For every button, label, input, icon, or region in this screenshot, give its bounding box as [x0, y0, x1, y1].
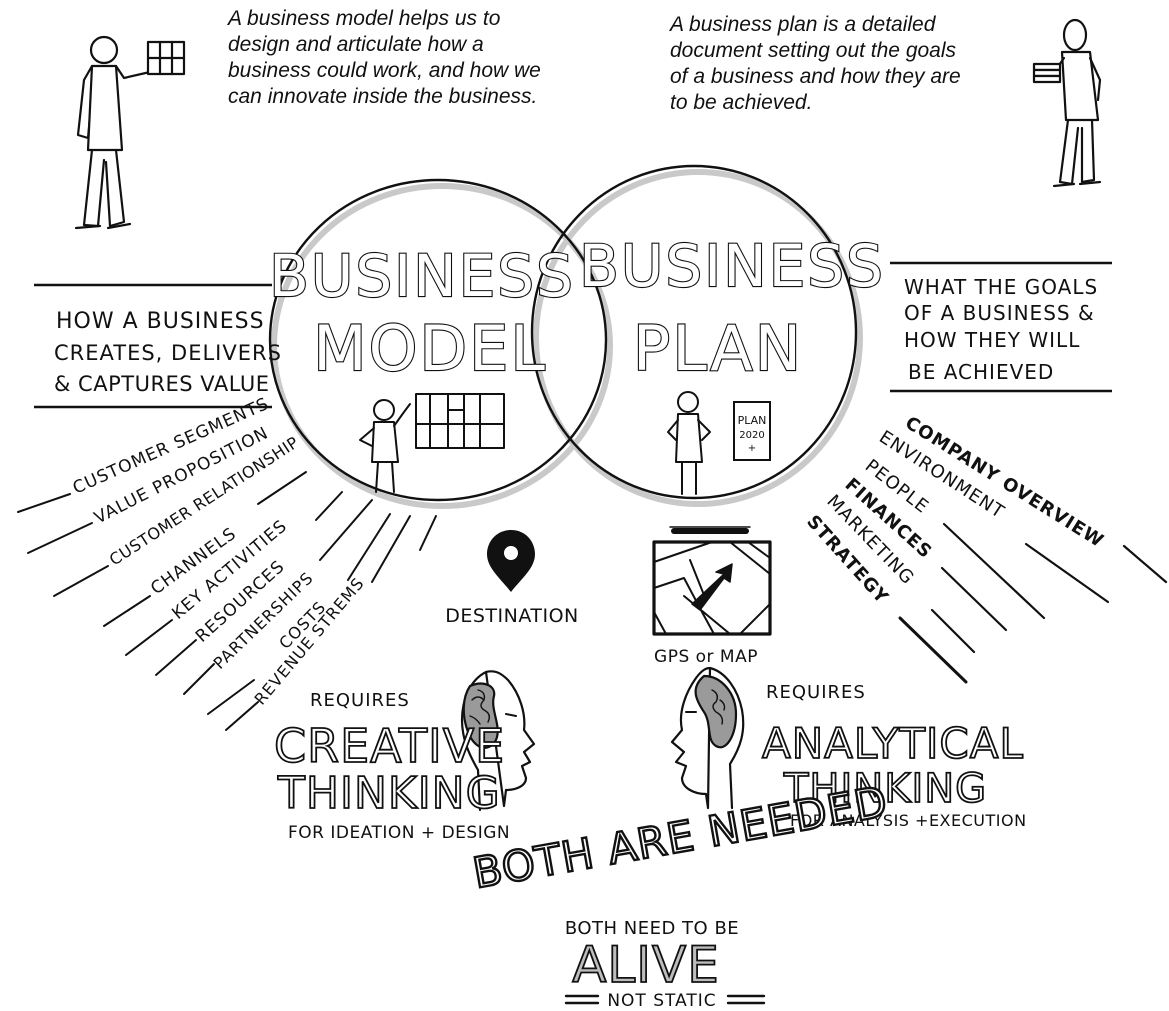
caption-line: A business model helps us to	[228, 7, 501, 30]
business-plan-caption: A business plan is a detailed document s…	[670, 12, 961, 116]
analytical-title: ANALYTICAL	[762, 719, 1024, 768]
caption-line: A business plan is a detailed	[670, 13, 936, 36]
creative-brain-head-icon	[460, 670, 536, 812]
booklet-text-plus: +	[748, 443, 756, 454]
caption-line: business could work, and how we	[228, 59, 541, 82]
caption-line: design and articulate how a	[228, 33, 484, 56]
both-needed-banner: BOTH ARE NEEDED	[468, 775, 893, 899]
analytical-requires: REQUIRES	[766, 682, 866, 703]
both-needed-text: BOTH ARE NEEDED	[469, 777, 891, 898]
destination-label: DESTINATION	[445, 605, 579, 627]
analytical-subtitle: FOR ANALYSIS +EXECUTION	[790, 811, 1027, 830]
component-revenue-streams: REVENUE STREMS	[251, 574, 369, 709]
component-company-overview: COMPANY OVERVIEW	[901, 412, 1107, 552]
model-definition-line: CREATES, DELIVERS	[54, 341, 282, 365]
booklet-text-plan: PLAN	[738, 414, 767, 427]
alive-preface: BOTH NEED TO BE	[565, 918, 739, 939]
caption-line: to be achieved.	[670, 91, 813, 114]
model-title-line2: MODEL	[313, 312, 547, 385]
business-model-caption: A business model helps us to design and …	[228, 6, 541, 110]
booklet-text-year: 2020	[739, 430, 764, 441]
plan-definition-line: BE ACHIEVED	[908, 360, 1054, 384]
plan-component-labels: COMPANY OVERVIEW ENVIRONMENT PEOPLE FINA…	[802, 412, 1107, 608]
caption-line: document setting out the goals	[670, 39, 957, 62]
caption-line: can innovate inside the business.	[228, 85, 538, 108]
model-components-fan	[17, 471, 437, 731]
venn-circles	[268, 164, 863, 509]
reader-figure-icon	[1032, 18, 1102, 188]
model-definition-line: HOW A BUSINESS	[56, 309, 265, 334]
model-title-line1: BUSINESS	[269, 242, 575, 310]
gps-map-icon	[652, 526, 772, 636]
alive-title: ALIVE	[572, 936, 720, 994]
planner-figure-icon	[667, 391, 711, 495]
creative-title: CREATIVE	[274, 719, 505, 773]
plan-definition-line: OF A BUSINESS &	[904, 301, 1095, 325]
plan-definition: WHAT THE GOALS OF A BUSINESS & HOW THEY …	[890, 261, 1112, 393]
business-plan-circle	[530, 164, 858, 500]
presenter-figure-icon	[74, 35, 186, 230]
plan-components-fan	[898, 522, 1168, 684]
plan-definition-line: HOW THEY WILL	[904, 328, 1080, 352]
model-definition-line: & CAPTURES VALUE	[54, 372, 270, 396]
analytical-brain-head-icon	[670, 666, 745, 810]
plan-title-line1: BUSINESS	[579, 232, 885, 300]
creative-requires: REQUIRES	[310, 690, 410, 711]
creative-subtitle: FOR IDEATION + DESIGN	[288, 823, 510, 843]
creative-thinking-title: THINKING	[277, 768, 501, 819]
canvas-presenter-icon	[359, 393, 505, 493]
not-static-text: NOT STATIC	[607, 991, 716, 1011]
caption-line: of a business and how they are	[670, 65, 961, 88]
model-component-labels: CUSTOMER SEGMENTS VALUE PROPOSITION CUST…	[70, 394, 368, 709]
plan-title-line2: PLAN	[633, 312, 803, 385]
analytical-thinking-title: THINKING	[783, 766, 987, 812]
gps-label: GPS or MAP	[654, 647, 758, 667]
plan-booklet-icon: PLAN 2020 +	[733, 401, 771, 461]
not-static-rule	[564, 994, 766, 1005]
plan-definition-line: WHAT THE GOALS	[904, 275, 1098, 299]
business-model-circle	[268, 178, 608, 502]
model-definition: HOW A BUSINESS CREATES, DELIVERS & CAPTU…	[34, 283, 282, 409]
location-pin-icon	[487, 530, 535, 592]
